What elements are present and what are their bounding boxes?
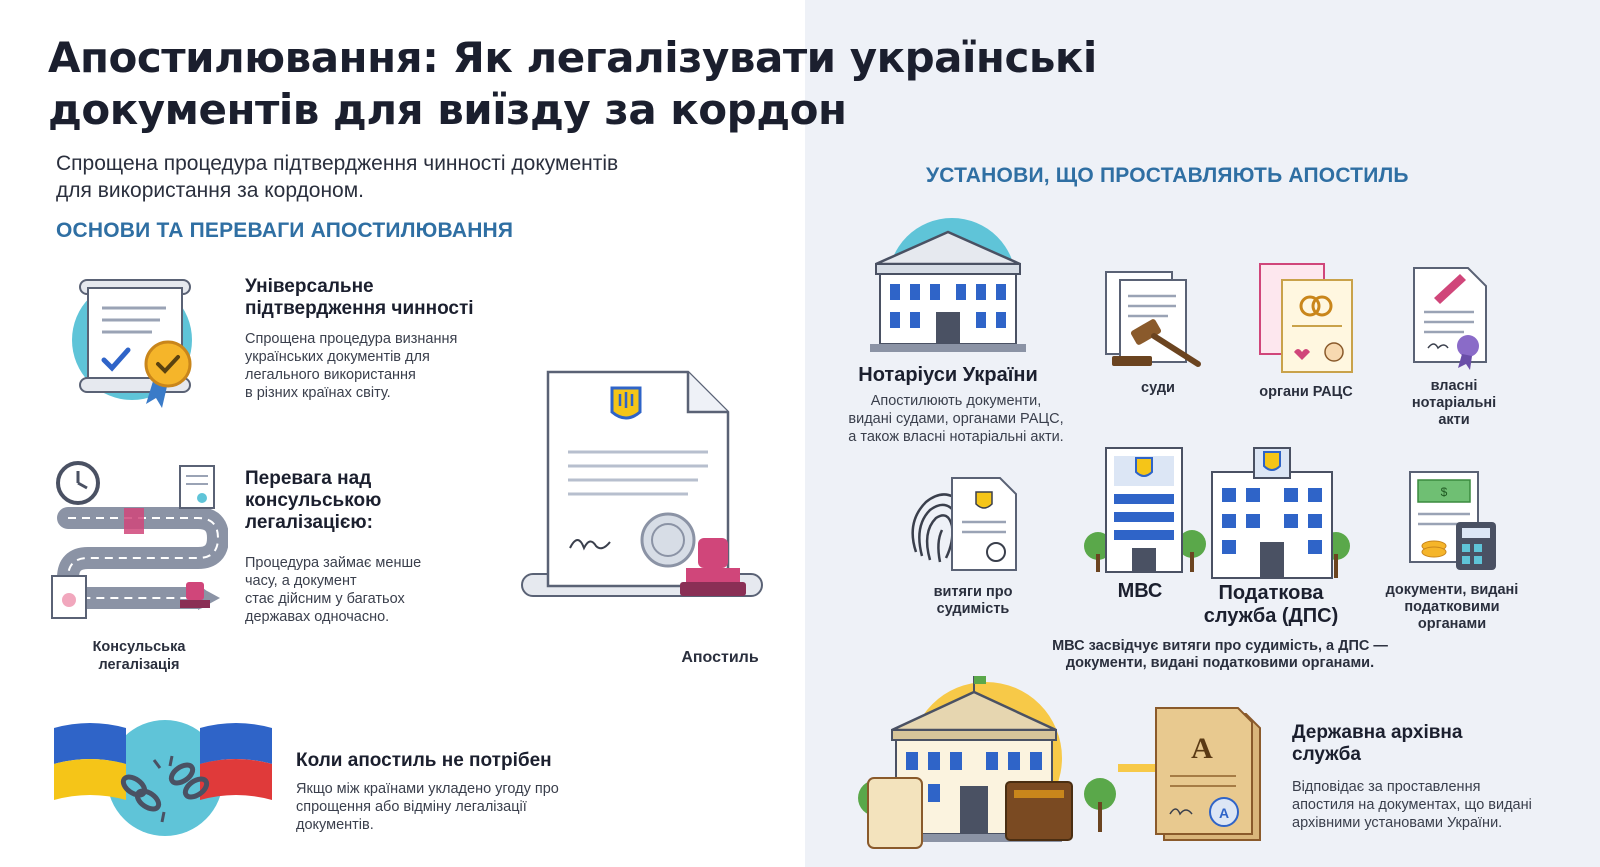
item-title-line: Перевага над	[245, 468, 372, 489]
item-desc-line: архівними установами України.	[1292, 815, 1503, 831]
page-title: Апостилювання: Як легалізувати українськ…	[48, 32, 1288, 136]
item-desc-line: стає дійсним у багатьох	[245, 591, 405, 607]
notary-building-icon	[862, 212, 1032, 362]
advantage-desc: Процедура займає менше часу, а документ …	[245, 554, 485, 626]
universal-title: Універсальне підтвердження чинності	[245, 276, 545, 320]
broken-chain-flags-icon	[50, 708, 280, 838]
label-line: Податкова	[1218, 582, 1324, 604]
page-title-line: Апостилювання: Як легалізувати українськ…	[48, 33, 1097, 82]
item-desc-line: в різних країнах світу.	[245, 385, 391, 401]
dps-label: Податкова служба (ДПС)	[1196, 582, 1346, 628]
mvs-dps-desc: МВС засвідчує витяги про судимість, а ДП…	[1030, 638, 1410, 672]
item-desc-line: державах одночасно.	[245, 609, 390, 625]
label-line: документи, видані	[1385, 582, 1519, 598]
not-needed-desc: Якщо між країнами укладено угоду про спр…	[296, 780, 636, 834]
item-desc-line: видані судами, органами РАЦС,	[848, 411, 1064, 427]
svg-text:$: $	[1441, 485, 1448, 499]
caption-line: легалізація	[98, 657, 180, 673]
notaries-desc: Апостилюють документи, видані судами, ор…	[826, 392, 1086, 446]
notarial-act-icon	[1408, 262, 1498, 372]
label-line: служба (ДПС)	[1203, 605, 1339, 627]
fingerprint-record-icon	[896, 472, 1026, 582]
label-line: органами	[1417, 616, 1487, 632]
item-desc-line: Спрощена процедура визнання	[245, 331, 458, 347]
advantage-title: Перевага над консульською легалізацією:	[245, 468, 485, 534]
item-title-line: Універсальне	[245, 276, 374, 297]
criminal-record-label: витяги про судимість	[918, 584, 1028, 618]
civil-registry-icon	[1254, 258, 1364, 378]
caption-line: Консульська	[92, 639, 186, 655]
label-line: акти	[1438, 412, 1470, 428]
item-title-line: легалізацією:	[245, 512, 373, 533]
certificate-icon	[62, 268, 212, 418]
not-needed-title: Коли апостиль не потрібен	[296, 750, 552, 771]
mvs-label: МВС	[1117, 580, 1163, 602]
arrow-icon	[1118, 758, 1158, 778]
left-section-heading: ОСНОВИ ТА ПЕРЕВАГИ АПОСТИЛЮВАННЯ	[56, 219, 514, 242]
item-desc-line: спрощення або відміну легалізації	[296, 799, 527, 815]
apostille-document-icon	[518, 364, 768, 634]
label-line: витяги про	[933, 584, 1013, 600]
item-desc-line: легального використання	[245, 367, 416, 383]
svg-text:A: A	[1191, 732, 1213, 765]
item-desc-line: документів.	[296, 817, 374, 833]
item-desc-line: Апостилюють документи,	[870, 393, 1042, 409]
winding-road-icon	[48, 458, 228, 628]
desc-line: документи, видані податковими органами.	[1065, 655, 1375, 671]
tax-docs-label: документи, видані податковими органами	[1372, 582, 1532, 633]
tax-documents-icon: $	[1404, 466, 1504, 576]
archive-building-icon	[856, 668, 1116, 858]
subtitle-line: для використання за кордоном.	[56, 179, 364, 202]
label-line: судимість	[936, 601, 1010, 617]
archive-desc: Відповідає за проставлення апостиля на д…	[1292, 778, 1582, 832]
item-title-line: Державна архівна	[1292, 722, 1463, 743]
item-desc-line: а також власні нотаріальні акти.	[848, 429, 1064, 445]
label-line: власні	[1430, 378, 1478, 394]
desc-line: МВС засвідчує витяги про судимість, а ДП…	[1052, 638, 1388, 654]
label-line: податковими	[1404, 599, 1500, 615]
courts-label: суди	[1141, 380, 1175, 396]
own-acts-label: власні нотаріальні акти	[1406, 378, 1502, 429]
item-desc-line: Процедура займає менше	[245, 555, 422, 571]
notaries-title: Нотаріуси України	[858, 364, 1038, 386]
item-title-line: підтвердження чинності	[245, 298, 474, 319]
item-desc-line: часу, а документ	[245, 573, 357, 589]
tax-service-building-icon	[1204, 442, 1354, 582]
item-desc-line: Відповідає за проставлення	[1292, 779, 1481, 795]
mvs-building-icon	[1080, 436, 1210, 576]
consular-legalization-caption: Консульська легалізація	[64, 638, 214, 674]
page-subtitle: Спрощена процедура підтвердження чинност…	[56, 150, 816, 204]
apostille-caption: Апостиль	[681, 649, 759, 666]
svg-text:A: A	[1219, 805, 1229, 821]
racs-label: органи РАЦС	[1259, 384, 1353, 400]
item-desc-line: українських документів для	[245, 349, 430, 365]
archive-title: Державна архівна служба	[1292, 722, 1582, 766]
item-title-line: консульською	[245, 490, 382, 511]
item-desc-line: Якщо між країнами укладено угоду про	[296, 781, 559, 797]
subtitle-line: Спрощена процедура підтвердження чинност…	[56, 152, 619, 175]
gavel-icon	[1098, 264, 1218, 374]
universal-desc: Спрощена процедура визнання українських …	[245, 330, 535, 402]
right-section-heading: УСТАНОВИ, ЩО ПРОСТАВЛЯЮТЬ АПОСТИЛЬ	[926, 164, 1409, 187]
label-line: нотаріальні	[1411, 395, 1497, 411]
item-desc-line: апостиля на документах, що видані	[1292, 797, 1532, 813]
item-title-line: служба	[1292, 744, 1361, 765]
archive-scroll-icon: A A	[1150, 700, 1270, 850]
page-title-line: документів для виїзду за кордон	[48, 85, 847, 134]
